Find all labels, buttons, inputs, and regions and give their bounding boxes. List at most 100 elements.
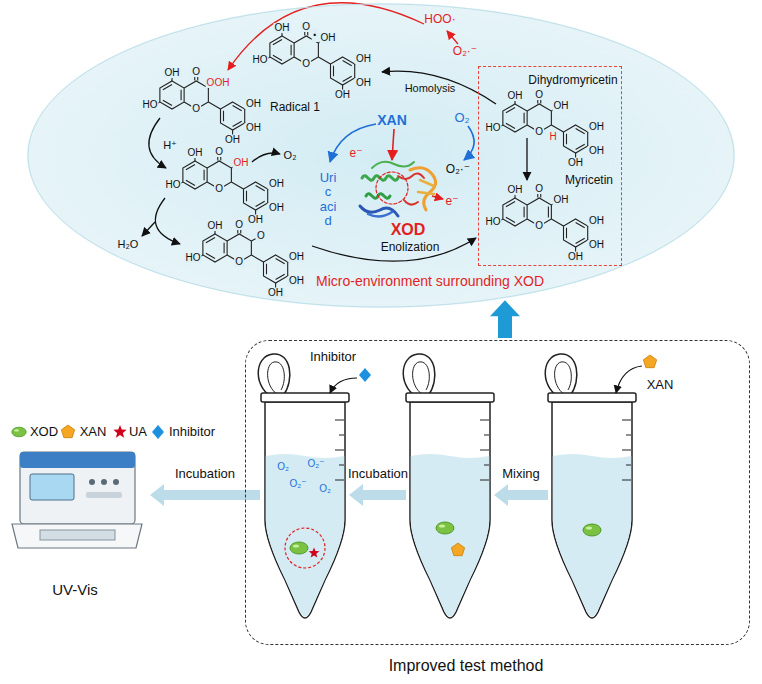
radical-label: O₂·⁻	[446, 163, 470, 177]
legend-symbol	[61, 425, 74, 438]
reagent-label: XAN	[647, 378, 674, 393]
atom-label: HO	[485, 123, 502, 133]
instrument-label: UV-Vis	[52, 581, 98, 598]
test-tube	[258, 354, 349, 618]
method-title: Improved test method	[389, 657, 544, 675]
reaction-arrow	[252, 153, 280, 162]
atom-label: OH	[187, 148, 204, 158]
reagent-addition	[643, 355, 656, 368]
atom-label: OH	[588, 146, 605, 156]
electron-label: e⁻	[349, 147, 362, 161]
legend-symbol	[113, 425, 126, 438]
atom-label: OH	[233, 158, 250, 168]
atom-label: O	[534, 221, 544, 231]
tube-content	[290, 542, 308, 554]
radical-label: HOO·	[424, 13, 455, 27]
reagent-label: Inhibitor	[310, 350, 356, 365]
reaction-arrow	[312, 238, 476, 261]
oxygen-label: O₂	[284, 149, 297, 162]
atom-label: OH	[268, 203, 285, 213]
uv-vis-instrument	[30, 474, 74, 500]
atom-label: OH	[245, 99, 262, 109]
process-arrow	[150, 484, 260, 506]
legend-label: Inhibitor	[169, 425, 215, 440]
atom-label: HO	[165, 180, 182, 190]
reaction-arrow	[392, 129, 394, 160]
step-label: Mixing	[502, 467, 540, 482]
atom-label: OH	[567, 252, 584, 262]
step-label: Incubation	[175, 467, 235, 482]
ellipse-outline	[27, 3, 735, 308]
atom-label: O	[301, 59, 311, 69]
atom-label: OH	[268, 179, 285, 189]
legend-label: UA	[129, 425, 147, 440]
tube-content	[583, 524, 601, 536]
atom-label: O	[214, 147, 224, 157]
uv-vis-instrument	[40, 530, 115, 540]
test-tube	[403, 354, 494, 618]
atom-label: OH	[247, 215, 264, 225]
oxygen-label: O₂	[454, 111, 469, 126]
process-arrow	[349, 484, 406, 506]
legend-symbol	[12, 425, 164, 439]
atom-label: OH	[267, 288, 284, 298]
reagent-addition	[359, 368, 371, 382]
substrate-label: XAN	[377, 112, 407, 128]
enzyme-ribbon	[404, 200, 418, 205]
ellipse-outline	[28, 4, 734, 307]
atom-label: HO	[485, 217, 502, 227]
atom-label: O	[191, 104, 201, 114]
atom-label: OH	[320, 33, 337, 43]
step-label: Homolysis	[405, 82, 456, 95]
tube-content	[436, 522, 454, 534]
molecule-structure	[156, 32, 592, 288]
enzyme-ribbon	[368, 212, 392, 217]
atom-label: OH	[288, 276, 305, 286]
radical-label: O₂·⁻	[453, 45, 477, 59]
atom-label: O	[214, 184, 224, 194]
atom-label: HO	[185, 253, 202, 263]
uv-vis-instrument	[20, 452, 135, 468]
uv-vis-instrument	[20, 452, 135, 524]
atom-label: O	[534, 127, 544, 137]
uv-vis-instrument	[101, 479, 107, 485]
atom-label: O	[234, 220, 244, 230]
tube-content	[451, 543, 464, 556]
process-arrow	[494, 484, 548, 506]
tube-content	[285, 522, 601, 568]
atom-label: O	[191, 67, 201, 77]
compound-name: Myricetin	[565, 174, 613, 188]
product-box: DihydromyricetinMyricetin	[478, 66, 622, 266]
atom-label: OH	[245, 123, 262, 133]
compound-name: Radical 1	[270, 101, 320, 115]
compound-name: Dihydromyricetin	[528, 74, 617, 88]
molecule-structure	[156, 77, 249, 135]
oxygen-label: O₂⁻	[308, 458, 325, 470]
atom-label: OH	[164, 68, 181, 78]
atom-label: OH	[207, 221, 224, 231]
reaction-arrow	[228, 3, 424, 70]
region-title: Micro-environment surrounding XOD	[316, 273, 544, 289]
enzyme-ribbon	[418, 180, 434, 194]
enzyme-label: XOD	[391, 221, 426, 239]
legend-symbol	[12, 427, 26, 437]
atom-label: HO	[252, 55, 269, 65]
atom-label: O	[256, 231, 266, 241]
tube-content	[309, 547, 320, 557]
atom-label: ·	[312, 28, 319, 42]
enzyme-ribbon	[372, 162, 414, 168]
atom-label: OH	[288, 252, 305, 262]
atom-label: OH	[334, 90, 351, 100]
atom-label: OH	[588, 122, 605, 132]
atom-label: OH	[588, 216, 605, 226]
reaction-arrow	[432, 196, 443, 199]
atom-label: OH	[224, 135, 241, 145]
molecule-structure	[199, 230, 292, 288]
atom-label: O	[534, 184, 544, 194]
tube-content	[285, 528, 325, 568]
electron-label: e⁻	[445, 195, 458, 209]
reaction-arrow	[142, 3, 527, 261]
atom-label: OH	[507, 91, 524, 101]
